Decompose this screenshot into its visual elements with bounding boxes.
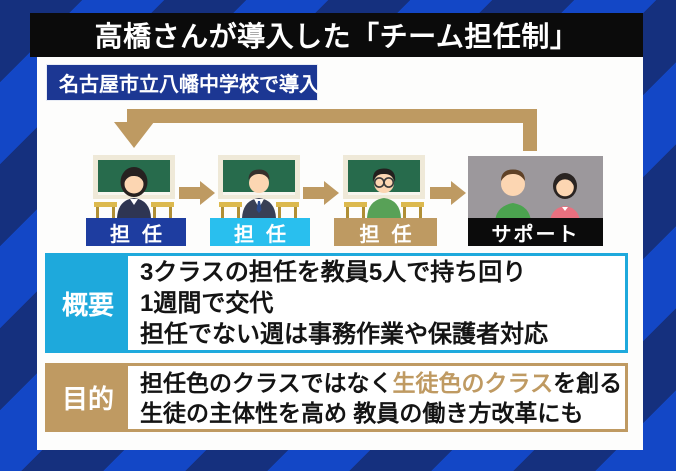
role-label-text: 担任	[110, 223, 174, 246]
teacher-woman-illustration	[93, 155, 175, 218]
role-label-text: サポート	[491, 223, 580, 246]
purpose-label-text: 目的	[61, 384, 114, 414]
role-label-text: 担任	[359, 223, 424, 246]
loop-arrow-right-bar	[523, 109, 537, 151]
purpose-line-2: 生徒の主体性を高め 教員の働き方改革にも	[140, 399, 584, 426]
overview-label: 概要	[48, 256, 128, 350]
overview-line: 1週間で交代	[140, 289, 274, 317]
purpose-content: 担任色のクラスではなく生徒色のクラスを創る 生徒の主体性を高め 教員の働き方改革…	[128, 366, 625, 429]
overview-label-text: 概要	[61, 289, 114, 320]
role-label-tannin-1: 担任	[86, 218, 186, 246]
overview-content: 3クラスの担任を教員5人で持ち回り 1週間で交代 担任でない週は事務作業や保護者…	[128, 256, 625, 350]
purpose-line-1: 担任色のクラスではなく生徒色のクラスを創る	[140, 368, 625, 398]
overview-line: 担任でない週は事務作業や保護者対応	[140, 320, 548, 348]
desk-icon	[219, 202, 299, 218]
right-arrow-icon	[179, 181, 215, 205]
purpose-line1-suffix: を創る	[553, 369, 623, 396]
right-arrow-icon	[303, 181, 339, 205]
school-banner-text: 名古屋市立八幡中学校で導入	[59, 74, 319, 96]
support-pair-illustration	[468, 156, 603, 222]
right-arrow-icon	[430, 181, 466, 205]
desk-icon	[94, 202, 174, 218]
loop-arrow-down-head-icon	[114, 122, 154, 148]
role-label-text: 担任	[234, 223, 298, 246]
purpose-line1-prefix: 担任色のクラスではなく	[140, 369, 393, 396]
overview-line: 3クラスの担任を教員5人で持ち回り	[140, 258, 527, 286]
teacher-glasses-illustration	[343, 155, 425, 218]
role-label-tannin-3: 担任	[334, 218, 437, 246]
purpose-line1-highlight: 生徒色のクラス	[392, 369, 554, 396]
role-label-tannin-2: 担任	[210, 218, 310, 246]
teacher-man-illustration	[218, 155, 300, 218]
loop-arrow-top-bar	[127, 109, 537, 123]
role-label-support: サポート	[468, 218, 603, 246]
desk-icon	[344, 202, 424, 218]
page-title-text: 高橋さんが導入した「チーム担任制」	[94, 21, 579, 52]
purpose-box: 目的 担任色のクラスではなく生徒色のクラスを創る 生徒の主体性を高め 教員の働き…	[45, 363, 628, 432]
school-banner: 名古屋市立八幡中学校で導入	[46, 64, 319, 101]
page-title: 高橋さんが導入した「チーム担任制」	[30, 13, 643, 57]
overview-box: 概要 3クラスの担任を教員5人で持ち回り 1週間で交代 担任でない週は事務作業や…	[45, 253, 628, 353]
purpose-label: 目的	[48, 366, 128, 429]
